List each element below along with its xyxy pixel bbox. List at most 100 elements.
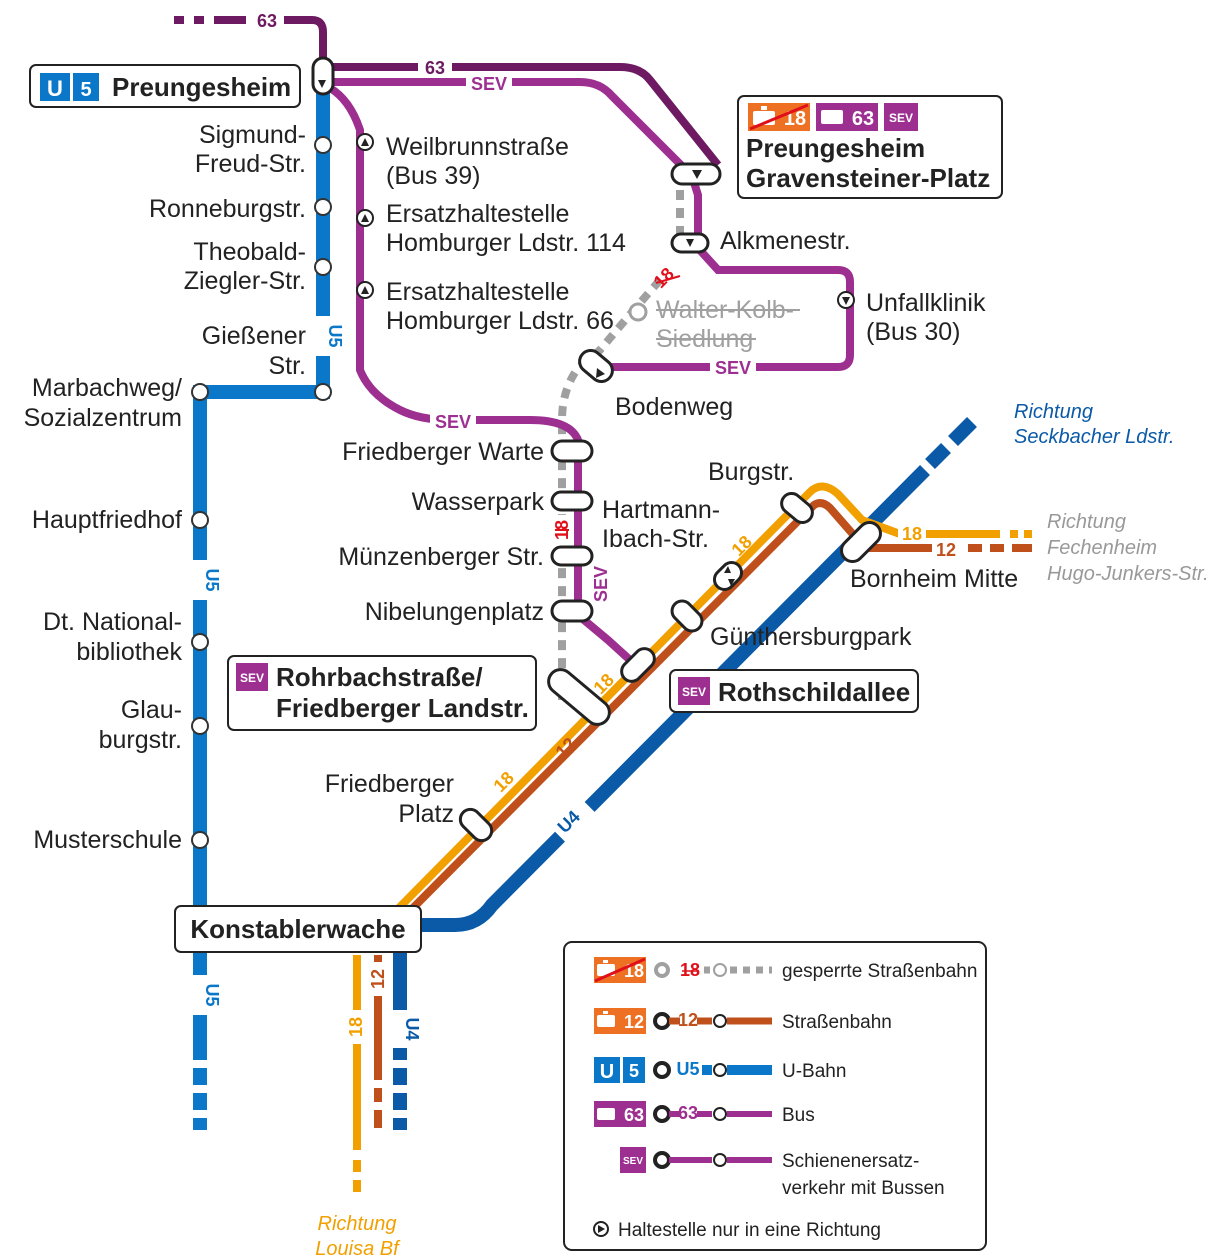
closed-18-strike — [655, 275, 681, 284]
one-way-stop-icon — [361, 214, 369, 222]
one-way-stop-icon — [728, 579, 735, 586]
svg-text:Friedberger Warte: Friedberger Warte — [342, 438, 544, 466]
hub-gravensteiner-label-1: Preungesheim — [746, 133, 925, 163]
u5-stops — [191, 136, 332, 849]
tram-12-line-label: 12 — [936, 540, 956, 560]
svg-text:Sozialzentrum: Sozialzentrum — [24, 404, 182, 432]
svg-text:12: 12 — [678, 1010, 698, 1030]
stop-labels: Sigmund- Freud-Str. Ronneburgstr. Theoba… — [24, 121, 1019, 854]
svg-text:Bus: Bus — [782, 1105, 815, 1126]
svg-text:Straßenbahn: Straßenbahn — [782, 1012, 892, 1033]
sev-oneway-stops — [356, 133, 855, 309]
svg-text:Ersatzhaltestelle: Ersatzhaltestelle — [386, 278, 569, 306]
station-guenthersburgpark[interactable] — [668, 597, 706, 635]
svg-text:Unfallklinik: Unfallklinik — [866, 289, 986, 317]
svg-text:63: 63 — [852, 108, 874, 130]
sev-label-top: SEV — [466, 72, 512, 94]
stop-ersatz-66[interactable] — [356, 281, 374, 299]
hub-rohrbach-label-1: Rohrbachstraße/ — [276, 662, 483, 692]
station-friedberger-platz[interactable] — [456, 805, 496, 845]
sev-line-label: SEV — [435, 412, 471, 432]
u5-label-1: U5 — [314, 316, 345, 356]
svg-text:U: U — [47, 76, 63, 101]
one-way-stop-icon — [724, 566, 731, 573]
stop-musterschule[interactable] — [191, 831, 209, 849]
direction-labels: Richtung Seckbacher Ldstr. Richtung Fech… — [315, 401, 1208, 1257]
svg-text:Weilbrunnstraße: Weilbrunnstraße — [386, 133, 569, 161]
tram-18-label-2: 18 — [346, 1010, 366, 1044]
u-badge — [40, 73, 70, 101]
closed-18-marker-vertical: 18 — [552, 515, 572, 545]
stop-weilbrunnstrasse[interactable] — [356, 133, 374, 151]
sev-line-label: SEV — [591, 566, 611, 602]
hub-gravensteiner[interactable]: 18 63 SEV Preungesheim Gravensteiner-Pla… — [737, 95, 1003, 199]
station-muenzenberger[interactable] — [550, 545, 594, 567]
one-way-stop-icon — [596, 368, 605, 378]
sev-line — [327, 78, 854, 663]
hub-rohrbachstrasse[interactable]: SEV Rohrbachstraße/ Friedberger Landstr. — [227, 655, 537, 731]
bus-63-line-label: 63 — [425, 58, 445, 78]
svg-text:Ziegler-Str.: Ziegler-Str. — [184, 267, 306, 295]
line-5-badge — [73, 73, 99, 101]
stop-sigmund-freud[interactable] — [314, 136, 332, 154]
u5-line-label: U5 — [325, 324, 345, 347]
svg-text:Nibelungenplatz: Nibelungenplatz — [365, 598, 544, 626]
svg-text:Theobald-: Theobald- — [193, 238, 306, 266]
svg-text:verkehr mit Bussen: verkehr mit Bussen — [782, 1178, 945, 1199]
legend-bus: 63 63 Bus — [594, 1101, 815, 1127]
svg-text:12: 12 — [624, 1012, 644, 1032]
svg-text:U: U — [600, 1061, 614, 1083]
tram-12-dashes — [374, 544, 1032, 1128]
tram-18-line — [353, 482, 1000, 1150]
one-way-stop-icon — [842, 297, 850, 305]
station-bornheim-mitte[interactable] — [837, 518, 885, 566]
stop-nationalbibliothek[interactable] — [191, 633, 209, 651]
bus-63-line — [250, 16, 722, 168]
svg-text:SEV: SEV — [889, 111, 913, 125]
stop-hauptfriedhof[interactable] — [191, 511, 209, 529]
stop-giessener[interactable] — [314, 383, 332, 401]
stop-theobald-ziegler[interactable] — [314, 258, 332, 276]
hub-preungesheim[interactable]: U 5 Preungesheim — [29, 64, 301, 108]
stop-ronneburg[interactable] — [314, 198, 332, 216]
sev-line-label: SEV — [715, 358, 751, 378]
stop-unfallklinik[interactable] — [837, 291, 855, 309]
sev-line-label: SEV — [471, 74, 507, 94]
hub-konstablerwache[interactable]: Konstablerwache — [174, 905, 422, 953]
station-burgstr[interactable] — [778, 489, 817, 526]
svg-text:5: 5 — [629, 1061, 639, 1081]
station-hartmann-ibach[interactable] — [710, 558, 745, 593]
station-friedberger-warte[interactable] — [550, 439, 594, 463]
one-way-stop-icon — [361, 286, 369, 294]
hub-rothschildallee[interactable]: SEV Rothschildallee — [669, 669, 919, 713]
svg-text:Glau-: Glau- — [121, 696, 182, 724]
station-nibelungenplatz[interactable] — [550, 599, 594, 623]
svg-text:Wasserpark: Wasserpark — [412, 488, 545, 516]
svg-text:SEV: SEV — [240, 671, 264, 685]
svg-text:SEV: SEV — [623, 1156, 643, 1167]
hub-gravensteiner-label-2: Gravensteiner-Platz — [746, 163, 990, 193]
stop-marbachweg[interactable] — [191, 383, 209, 401]
one-way-stop-icon — [692, 170, 702, 179]
sev-label-vertical: SEV — [590, 562, 612, 606]
svg-text:Homburger Ldstr. 66: Homburger Ldstr. 66 — [386, 307, 614, 335]
svg-text:Ibach-Str.: Ibach-Str. — [602, 525, 709, 553]
svg-text:SEV: SEV — [682, 685, 706, 699]
one-way-stop-icon — [686, 239, 694, 247]
station-wasserpark[interactable] — [550, 490, 594, 512]
svg-text:Str.: Str. — [268, 352, 306, 380]
svg-text:Ersatzhaltestelle: Ersatzhaltestelle — [386, 200, 569, 228]
stop-glauburgstr[interactable] — [191, 717, 209, 735]
svg-text:Freud-Str.: Freud-Str. — [195, 150, 306, 178]
svg-text:Fechenheim: Fechenheim — [1047, 537, 1157, 559]
svg-text:Marbachweg/: Marbachweg/ — [32, 374, 182, 402]
station-bodenweg[interactable] — [575, 346, 617, 386]
sev-badge — [678, 677, 710, 705]
tram-icon — [597, 1011, 615, 1027]
station-preungesheim[interactable] — [311, 56, 335, 96]
stop-ersatz-114[interactable] — [356, 209, 374, 227]
svg-text:Friedberger: Friedberger — [325, 770, 454, 798]
station-rothschildallee[interactable] — [617, 644, 658, 685]
station-rohrbachstrasse[interactable] — [544, 665, 615, 730]
